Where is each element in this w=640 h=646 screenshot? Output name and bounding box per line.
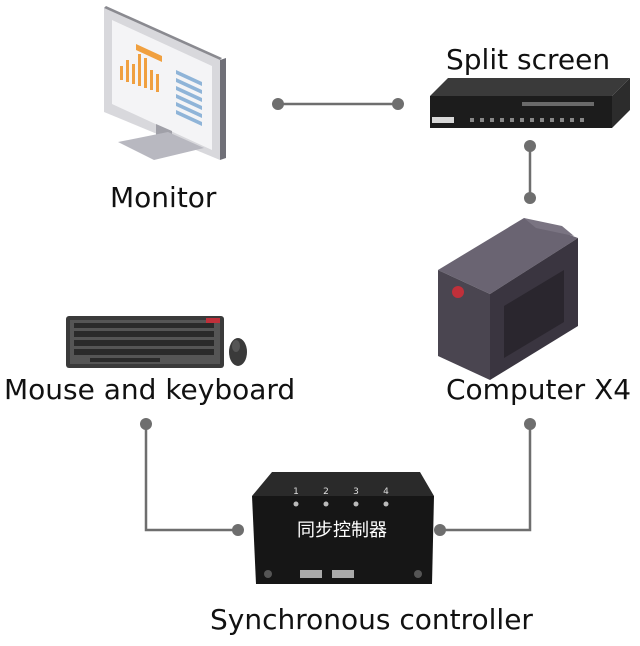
keyboard-icon (66, 316, 224, 368)
sync-controller-label: Synchronous controller (210, 603, 533, 636)
mouse-icon (229, 338, 247, 366)
controller-port-label: 2 (323, 487, 329, 497)
sync-controller-device-icon (252, 472, 434, 584)
connector-dot (434, 524, 446, 536)
connector-dot (232, 524, 244, 536)
connector-dot (140, 418, 152, 430)
port-led-dots (293, 501, 389, 507)
monitor-icon (104, 6, 226, 160)
connector-dot (524, 192, 536, 204)
computer-to-controller-line (440, 424, 532, 532)
connector-dot (524, 140, 536, 152)
controller-port-numbers: 1 2 3 4 (293, 487, 389, 497)
computer-tower-icon (438, 218, 578, 380)
controller-port-label: 4 (383, 487, 389, 497)
controller-port-label: 1 (293, 487, 299, 497)
keyboard-to-controller-line (144, 424, 238, 532)
mouse-keyboard-label: Mouse and keyboard (4, 373, 296, 406)
power-button-icon (452, 286, 464, 298)
connector-lines (144, 102, 532, 532)
connector-dot (392, 98, 404, 110)
monitor-label: Monitor (110, 181, 217, 214)
connector-dot (524, 418, 536, 430)
split-screen-label: Split screen (446, 43, 611, 76)
controller-title: 同步控制器 (297, 520, 387, 541)
controller-port-label: 3 (353, 487, 359, 497)
connector-dots (140, 98, 536, 536)
split-screen-device-icon (430, 78, 630, 128)
computer-label: Computer X4 (446, 373, 632, 406)
connector-dot (272, 98, 284, 110)
